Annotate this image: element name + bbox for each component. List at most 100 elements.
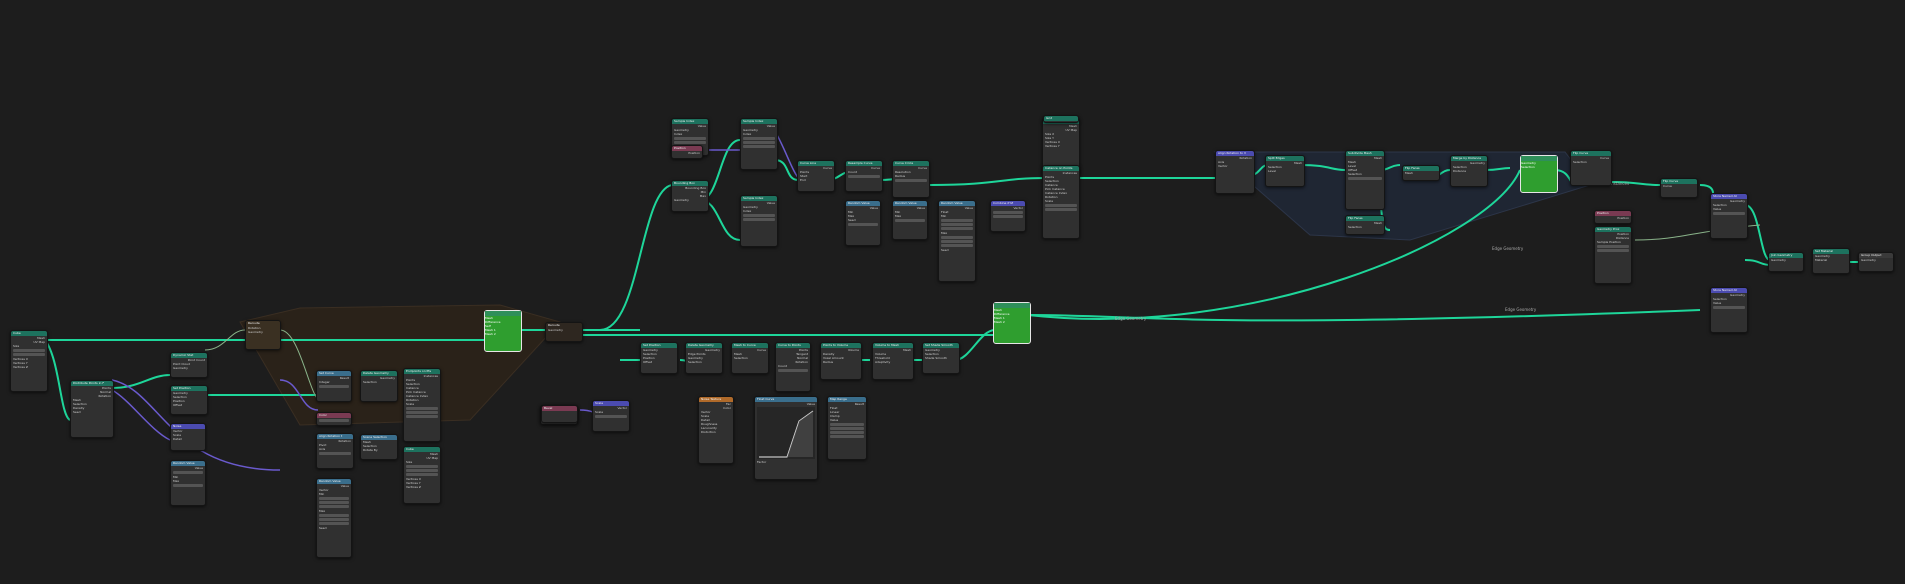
socket[interactable]: Value: [964, 206, 973, 210]
socket[interactable]: Vector: [617, 406, 627, 410]
socket[interactable]: Selection: [643, 352, 657, 356]
socket[interactable]: Min: [319, 492, 325, 496]
node-set-material-green[interactable]: Geometry Selection: [1520, 155, 1558, 193]
socket[interactable]: Mesh: [363, 440, 371, 444]
socket-seed[interactable]: Seed: [73, 410, 81, 414]
node-set-material[interactable]: Set Material Geometry Material: [1812, 248, 1850, 274]
field[interactable]: [319, 452, 351, 455]
field[interactable]: [743, 145, 775, 148]
field[interactable]: [743, 218, 775, 221]
socket[interactable]: Radius: [895, 174, 906, 178]
field[interactable]: [406, 407, 438, 410]
socket[interactable]: Pick Instance: [1045, 187, 1065, 191]
socket-selection[interactable]: Selection: [173, 395, 187, 399]
node-reroute-frame[interactable]: Reroute Rotation Geometry: [245, 320, 281, 350]
socket[interactable]: Rotation: [406, 398, 419, 402]
node-combine-xyz[interactable]: Combine XYZ Vector: [990, 200, 1026, 232]
socket[interactable]: Fac: [726, 402, 731, 406]
socket[interactable]: Min: [848, 210, 854, 214]
socket[interactable]: Difference: [485, 320, 501, 324]
socket[interactable]: Curve: [823, 166, 832, 170]
node-mesh-to-curve[interactable]: Mesh to Curve Curve Mesh Selection: [731, 342, 769, 374]
socket[interactable]: UV Map: [426, 456, 438, 460]
socket[interactable]: Point Cloud: [173, 362, 190, 366]
socket[interactable]: Max: [941, 231, 948, 235]
socket[interactable]: Value: [830, 418, 839, 422]
node-map-range[interactable]: Map Range Result Float Linear Clamp Valu…: [827, 396, 867, 460]
socket[interactable]: Axis: [1218, 160, 1225, 164]
field[interactable]: [1045, 208, 1077, 211]
socket[interactable]: Mesh: [485, 316, 493, 320]
socket[interactable]: Mesh: [1294, 161, 1302, 165]
socket-verts-x[interactable]: Vertices X: [13, 357, 28, 361]
socket[interactable]: Axis: [319, 447, 326, 451]
socket[interactable]: Geometry: [674, 128, 689, 132]
socket[interactable]: Size Y: [1045, 136, 1054, 140]
field[interactable]: [173, 484, 203, 487]
socket[interactable]: Rotation: [795, 360, 808, 364]
socket[interactable]: Pick Instance: [406, 390, 426, 394]
socket[interactable]: Vertices Z: [406, 485, 421, 489]
node-scale[interactable]: Scale Vector Scale: [592, 400, 630, 432]
socket[interactable]: Self: [485, 324, 491, 328]
socket[interactable]: Value: [340, 484, 349, 488]
field[interactable]: [941, 219, 973, 222]
socket[interactable]: Adaptivity: [875, 360, 891, 364]
socket-selection[interactable]: Selection: [73, 402, 87, 406]
field[interactable]: [406, 415, 438, 418]
socket[interactable]: Size X: [1045, 132, 1055, 136]
socket-verts-z[interactable]: Vertices Z: [13, 365, 28, 369]
socket[interactable]: Distance: [1453, 169, 1467, 173]
node-set-curve[interactable]: Set Curve Result Integer: [316, 370, 352, 402]
socket[interactable]: Selection: [1573, 160, 1587, 164]
socket[interactable]: Geometry: [688, 356, 703, 360]
socket-mesh[interactable]: Mesh: [37, 336, 45, 340]
socket[interactable]: Value: [697, 124, 706, 128]
field[interactable]: [993, 211, 1023, 214]
field[interactable]: [1045, 204, 1077, 207]
socket[interactable]: Geometry: [1470, 161, 1485, 165]
node-curve-line[interactable]: Curve Line Curve Points Start End: [797, 160, 835, 192]
node-random-value[interactable]: Random Value Value Min Max: [170, 460, 206, 506]
node-flip-faces-2[interactable]: Flip Faces Mesh: [1402, 165, 1440, 181]
socket[interactable]: Instance: [406, 386, 419, 390]
node-scene-selection[interactable]: Scene Selection Mesh Selection Rotate By: [360, 434, 398, 460]
node-sample-index-3[interactable]: Sample Index Value Geometry Index: [740, 195, 778, 247]
socket[interactable]: Detail: [701, 418, 710, 422]
field[interactable]: [319, 514, 349, 517]
socket[interactable]: Instances: [423, 374, 438, 378]
field[interactable]: [830, 435, 864, 438]
socket[interactable]: Float: [830, 406, 838, 410]
field[interactable]: [743, 137, 775, 140]
node-set-shade-smooth[interactable]: Set Shade Smooth Geometry Selection Shad…: [922, 342, 960, 374]
socket[interactable]: Selection: [363, 380, 377, 384]
socket[interactable]: Max: [173, 479, 180, 483]
socket[interactable]: Value: [916, 206, 925, 210]
socket[interactable]: Curve: [1600, 156, 1609, 160]
socket[interactable]: Selection: [406, 382, 420, 386]
socket[interactable]: Seed: [319, 526, 327, 530]
node-points-to-volume[interactable]: Points to Volume Volume Density Voxel Am…: [820, 342, 862, 380]
socket[interactable]: Mesh: [1374, 156, 1382, 160]
socket[interactable]: Mesh: [734, 352, 742, 356]
curve-widget[interactable]: [757, 407, 815, 459]
field[interactable]: [319, 505, 349, 508]
socket[interactable]: Value: [194, 466, 203, 470]
field[interactable]: [319, 419, 349, 422]
socket[interactable]: Curve: [871, 166, 880, 170]
socket[interactable]: Rotation: [1239, 156, 1252, 160]
field[interactable]: [941, 236, 973, 239]
node-set-position[interactable]: Set Position Geometry Selection Position…: [170, 385, 208, 415]
socket[interactable]: Position: [1617, 232, 1629, 236]
socket[interactable]: Lacunarity: [701, 426, 717, 430]
socket[interactable]: Radius: [823, 360, 834, 364]
field[interactable]: [406, 473, 438, 476]
socket[interactable]: Result: [339, 376, 349, 380]
socket[interactable]: Selection: [1045, 179, 1059, 183]
field[interactable]: [941, 223, 973, 226]
socket[interactable]: Instance Index: [406, 394, 428, 398]
field[interactable]: [1713, 306, 1745, 309]
node-mesh-boolean[interactable]: Mesh Difference Self Mesh 1 Mesh 2: [484, 310, 522, 352]
field[interactable]: [743, 141, 775, 144]
socket[interactable]: Offset: [1348, 168, 1358, 172]
